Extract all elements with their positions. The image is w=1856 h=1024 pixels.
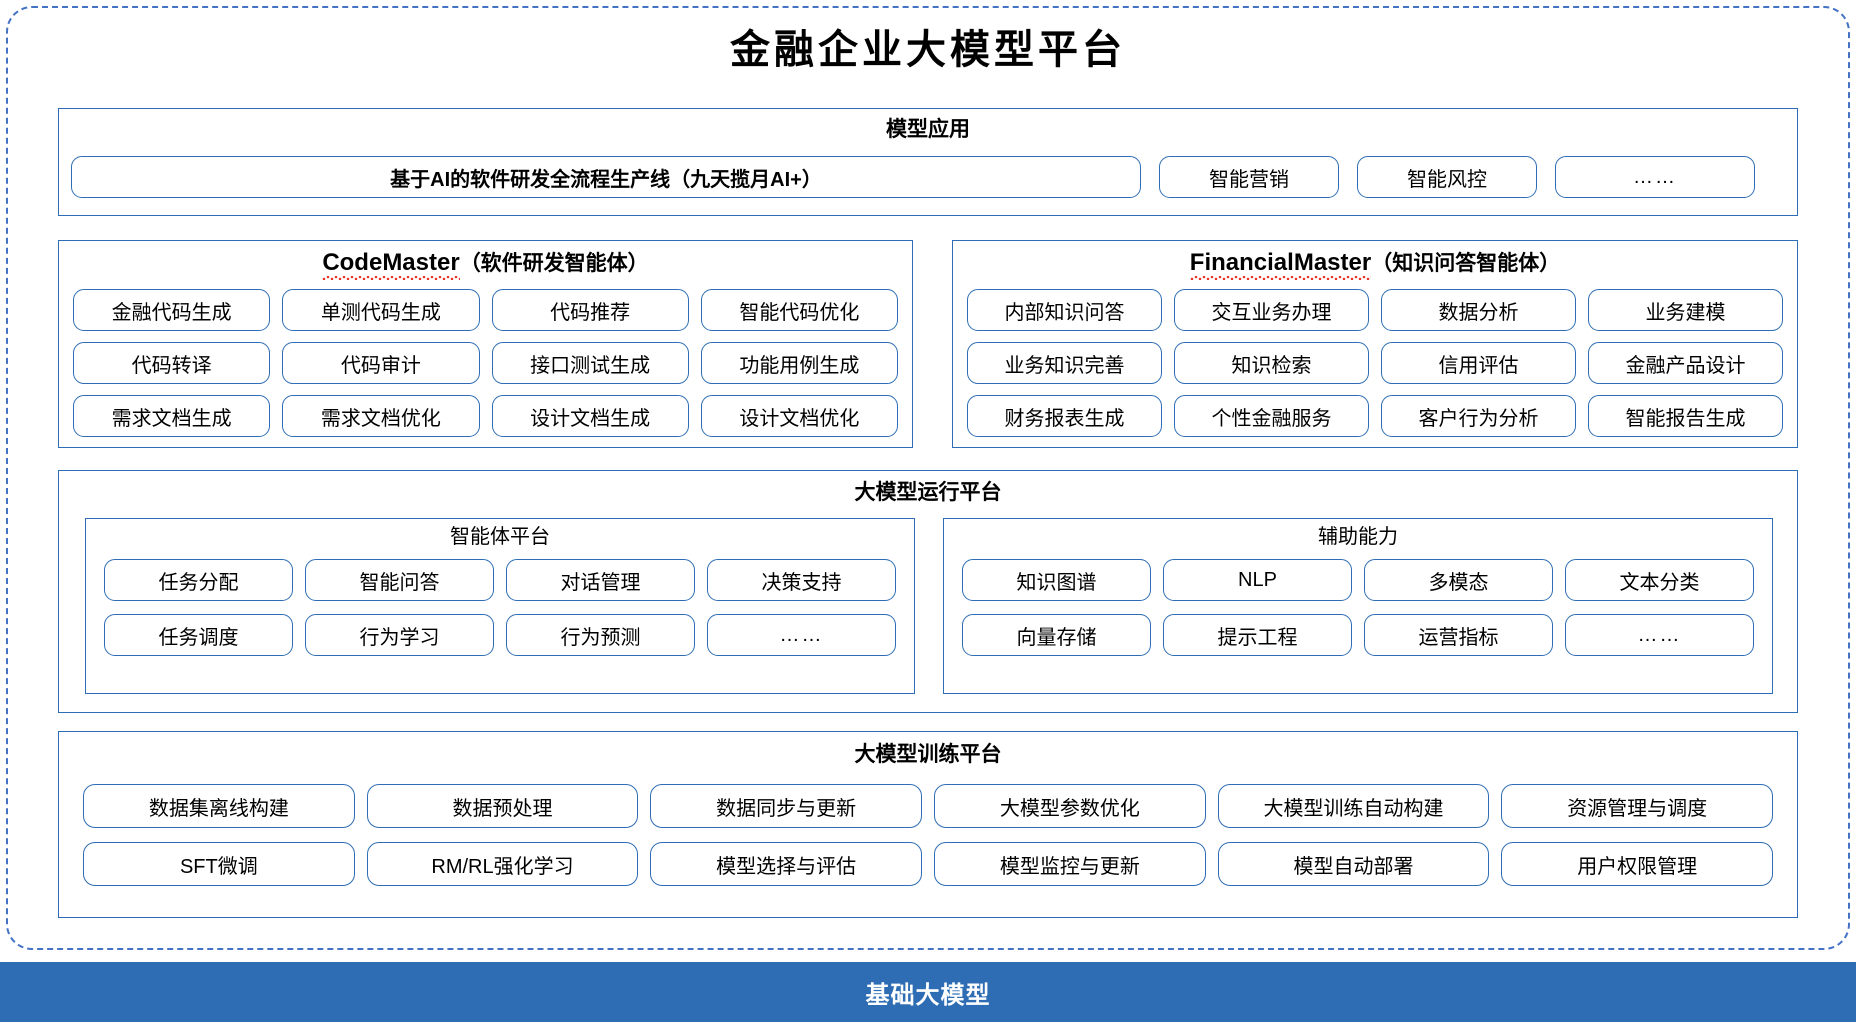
page-title: 金融企业大模型平台 bbox=[730, 28, 1126, 72]
chip-model-selection-evaluation[interactable]: 模型选择与评估 bbox=[650, 842, 923, 886]
agent-platform-grid: 任务分配 智能问答 对话管理 决策支持 任务调度 行为学习 行为预测 …… bbox=[104, 559, 896, 656]
chip-task-scheduling[interactable]: 任务调度 bbox=[104, 614, 293, 656]
outer-dashed-frame bbox=[6, 6, 1850, 950]
chip-requirement-doc-generation[interactable]: 需求文档生成 bbox=[73, 395, 271, 437]
chip-nlp[interactable]: NLP bbox=[1163, 559, 1352, 601]
chip-rm-rl-reinforcement-learning[interactable]: RM/RL强化学习 bbox=[366, 842, 639, 886]
chip-design-doc-generation[interactable]: 设计文档生成 bbox=[491, 395, 689, 437]
financial-master-name-cn: （知识问答智能体） bbox=[1371, 252, 1561, 275]
chip-unit-test-code-generation[interactable]: 单测代码生成 bbox=[282, 289, 480, 331]
financial-master-name-en: FinancialMaster bbox=[1189, 249, 1372, 280]
chip-intelligent-qa[interactable]: 智能问答 bbox=[305, 559, 494, 601]
chip-vector-storage[interactable]: 向量存储 bbox=[962, 614, 1151, 656]
chip-text-classification[interactable]: 文本分类 bbox=[1565, 559, 1754, 601]
subsection-title-auxiliary-ability: 辅助能力 bbox=[1318, 526, 1398, 548]
section-financial-master: FinancialMaster（知识问答智能体） 内部知识问答 交互业务办理 数… bbox=[952, 240, 1798, 448]
chip-dataset-offline-construction[interactable]: 数据集离线构建 bbox=[83, 784, 355, 828]
chip-task-allocation[interactable]: 任务分配 bbox=[104, 559, 293, 601]
chip-decision-support[interactable]: 决策支持 bbox=[707, 559, 896, 601]
chip-internal-knowledge-qa[interactable]: 内部知识问答 bbox=[967, 289, 1162, 331]
chip-behavior-prediction[interactable]: 行为预测 bbox=[506, 614, 695, 656]
chip-data-sync-update[interactable]: 数据同步与更新 bbox=[650, 784, 923, 828]
section-title-financial-master: FinancialMaster（知识问答智能体） bbox=[953, 249, 1797, 280]
base-model-bar: 基础大模型 bbox=[0, 962, 1856, 1022]
chip-intelligent-code-optimization[interactable]: 智能代码优化 bbox=[700, 289, 898, 331]
chip-requirement-doc-optimization[interactable]: 需求文档优化 bbox=[282, 395, 480, 437]
section-model-application: 模型应用 基于AI的软件研发全流程生产线（九天揽月AI+） 智能营销 智能风控 … bbox=[58, 108, 1798, 216]
chip-code-audit[interactable]: 代码审计 bbox=[282, 342, 480, 384]
section-training-platform: 大模型训练平台 数据集离线构建 数据预处理 数据同步与更新 大模型参数优化 大模… bbox=[58, 731, 1798, 918]
chip-model-training-auto-construction[interactable]: 大模型训练自动构建 bbox=[1217, 784, 1490, 828]
section-title-runtime-platform: 大模型运行平台 bbox=[854, 481, 1002, 504]
chip-functional-case-generation[interactable]: 功能用例生成 bbox=[700, 342, 898, 384]
section-title-code-master: CodeMaster（软件研发智能体） bbox=[59, 249, 912, 280]
chip-row: 代码转译 代码审计 接口测试生成 功能用例生成 bbox=[73, 342, 898, 384]
chip-design-doc-optimization[interactable]: 设计文档优化 bbox=[700, 395, 898, 437]
chip-resource-management-scheduling[interactable]: 资源管理与调度 bbox=[1501, 784, 1774, 828]
chip-knowledge-retrieval[interactable]: 知识检索 bbox=[1174, 342, 1369, 384]
chip-row: 内部知识问答 交互业务办理 数据分析 业务建模 bbox=[967, 289, 1783, 331]
chip-operation-metrics[interactable]: 运营指标 bbox=[1364, 614, 1553, 656]
chip-model-auto-deployment[interactable]: 模型自动部署 bbox=[1217, 842, 1490, 886]
section-title-training-platform: 大模型训练平台 bbox=[854, 743, 1002, 766]
chip-business-modeling[interactable]: 业务建模 bbox=[1588, 289, 1783, 331]
chip-more-auxiliary-ability[interactable]: …… bbox=[1565, 614, 1754, 656]
financial-master-grid: 内部知识问答 交互业务办理 数据分析 业务建模 业务知识完善 知识检索 信用评估… bbox=[967, 289, 1783, 437]
chip-row: 知识图谱 NLP 多模态 文本分类 bbox=[962, 559, 1754, 601]
chip-knowledge-graph[interactable]: 知识图谱 bbox=[962, 559, 1151, 601]
chip-data-preprocessing[interactable]: 数据预处理 bbox=[366, 784, 639, 828]
chip-row: 任务分配 智能问答 对话管理 决策支持 bbox=[104, 559, 896, 601]
chip-more-agent-platform[interactable]: …… bbox=[707, 614, 896, 656]
chip-business-knowledge-improvement[interactable]: 业务知识完善 bbox=[967, 342, 1162, 384]
section-code-master: CodeMaster（软件研发智能体） 金融代码生成 单测代码生成 代码推荐 智… bbox=[58, 240, 913, 448]
chip-intelligent-marketing[interactable]: 智能营销 bbox=[1159, 156, 1339, 198]
chip-data-analysis[interactable]: 数据分析 bbox=[1381, 289, 1576, 331]
chip-row: 业务知识完善 知识检索 信用评估 金融产品设计 bbox=[967, 342, 1783, 384]
base-model-label: 基础大模型 bbox=[865, 981, 991, 1009]
section-runtime-platform: 大模型运行平台 智能体平台 任务分配 智能问答 对话管理 决策支持 任务调度 行… bbox=[58, 470, 1798, 713]
code-master-name-cn: （软件研发智能体） bbox=[459, 252, 649, 275]
chip-personalized-financial-service[interactable]: 个性金融服务 bbox=[1174, 395, 1369, 437]
chip-more-applications[interactable]: …… bbox=[1555, 156, 1755, 198]
subsection-title-agent-platform: 智能体平台 bbox=[450, 526, 550, 548]
section-title-model-application: 模型应用 bbox=[886, 118, 970, 141]
chip-financial-code-generation[interactable]: 金融代码生成 bbox=[73, 289, 271, 331]
chip-code-transpilation[interactable]: 代码转译 bbox=[73, 342, 271, 384]
chip-model-monitoring-update[interactable]: 模型监控与更新 bbox=[934, 842, 1206, 886]
model-application-chip-row: 基于AI的软件研发全流程生产线（九天揽月AI+） 智能营销 智能风控 …… bbox=[71, 156, 1785, 198]
chip-behavior-learning[interactable]: 行为学习 bbox=[305, 614, 494, 656]
chip-customer-behavior-analysis[interactable]: 客户行为分析 bbox=[1381, 395, 1576, 437]
chip-dialogue-management[interactable]: 对话管理 bbox=[506, 559, 695, 601]
code-master-name-en: CodeMaster bbox=[322, 249, 461, 280]
code-master-grid: 金融代码生成 单测代码生成 代码推荐 智能代码优化 代码转译 代码审计 接口测试… bbox=[73, 289, 898, 437]
training-platform-grid: 数据集离线构建 数据预处理 数据同步与更新 大模型参数优化 大模型训练自动构建 … bbox=[83, 784, 1774, 886]
subsection-auxiliary-ability: 辅助能力 知识图谱 NLP 多模态 文本分类 向量存储 提示工程 运营指标 …… bbox=[943, 518, 1773, 694]
chip-credit-evaluation[interactable]: 信用评估 bbox=[1381, 342, 1576, 384]
chip-financial-statement-generation[interactable]: 财务报表生成 bbox=[967, 395, 1162, 437]
chip-ai-software-pipeline[interactable]: 基于AI的软件研发全流程生产线（九天揽月AI+） bbox=[71, 156, 1141, 198]
chip-interface-test-generation[interactable]: 接口测试生成 bbox=[491, 342, 689, 384]
chip-row: 需求文档生成 需求文档优化 设计文档生成 设计文档优化 bbox=[73, 395, 898, 437]
chip-row: 数据集离线构建 数据预处理 数据同步与更新 大模型参数优化 大模型训练自动构建 … bbox=[83, 784, 1774, 828]
chip-financial-product-design[interactable]: 金融产品设计 bbox=[1588, 342, 1783, 384]
chip-code-recommendation[interactable]: 代码推荐 bbox=[491, 289, 689, 331]
auxiliary-ability-grid: 知识图谱 NLP 多模态 文本分类 向量存储 提示工程 运营指标 …… bbox=[962, 559, 1754, 656]
chip-model-parameter-optimization[interactable]: 大模型参数优化 bbox=[934, 784, 1206, 828]
chip-user-permission-management[interactable]: 用户权限管理 bbox=[1501, 842, 1774, 886]
subsection-agent-platform: 智能体平台 任务分配 智能问答 对话管理 决策支持 任务调度 行为学习 行为预测… bbox=[85, 518, 915, 694]
chip-row: 金融代码生成 单测代码生成 代码推荐 智能代码优化 bbox=[73, 289, 898, 331]
chip-sft-finetuning[interactable]: SFT微调 bbox=[83, 842, 355, 886]
chip-multimodal[interactable]: 多模态 bbox=[1364, 559, 1553, 601]
chip-prompt-engineering[interactable]: 提示工程 bbox=[1163, 614, 1352, 656]
chip-row: 财务报表生成 个性金融服务 客户行为分析 智能报告生成 bbox=[967, 395, 1783, 437]
chip-interactive-business-handling[interactable]: 交互业务办理 bbox=[1174, 289, 1369, 331]
chip-intelligent-risk-control[interactable]: 智能风控 bbox=[1357, 156, 1537, 198]
chip-row: SFT微调 RM/RL强化学习 模型选择与评估 模型监控与更新 模型自动部署 用… bbox=[83, 842, 1774, 886]
chip-row: 向量存储 提示工程 运营指标 …… bbox=[962, 614, 1754, 656]
chip-row: 任务调度 行为学习 行为预测 …… bbox=[104, 614, 896, 656]
chip-intelligent-report-generation[interactable]: 智能报告生成 bbox=[1588, 395, 1783, 437]
